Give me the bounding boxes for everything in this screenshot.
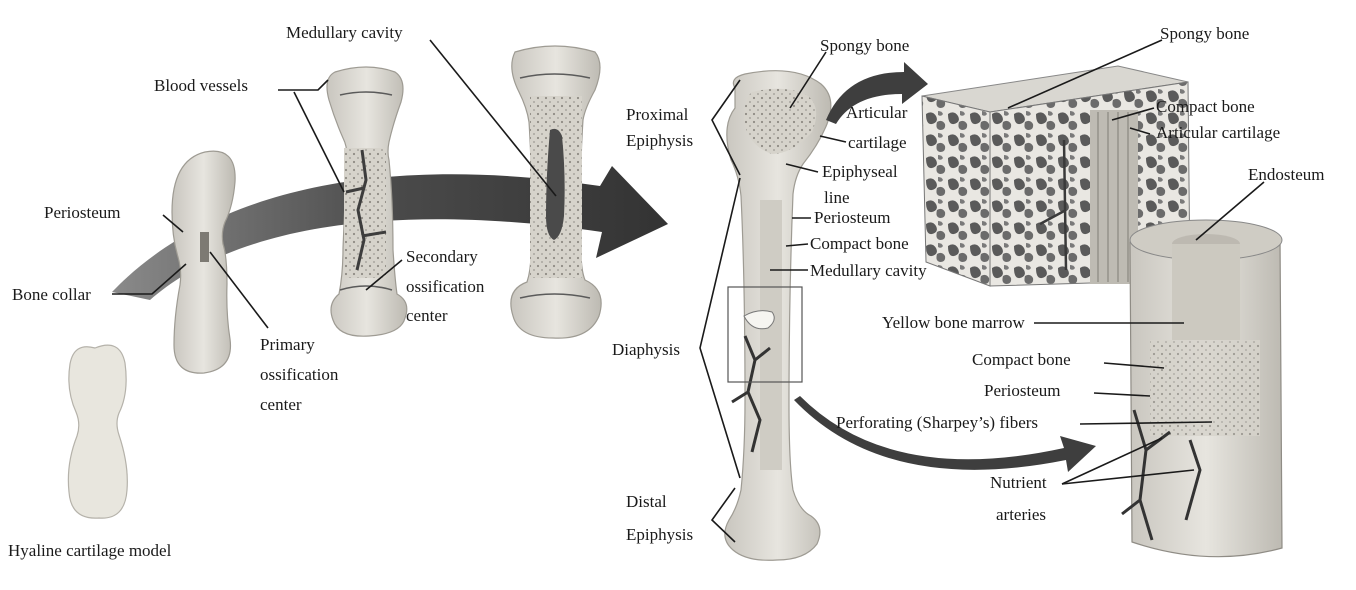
label-medullary-cavity-top: Medullary cavity — [286, 23, 403, 42]
label-proximal-epiphysis-line2: Epiphysis — [626, 131, 693, 150]
label-proximal-epiphysis-line1: Proximal — [626, 105, 689, 124]
label-secondary-line2: ossification — [406, 277, 485, 296]
label-articular-center-line2: cartilage — [848, 133, 907, 152]
label-distal-epiphysis-line2: Epiphysis — [626, 525, 693, 544]
label-medullary-cavity-center: Medullary cavity — [810, 261, 927, 280]
articular-cartilage-center-leader — [820, 136, 846, 142]
primary-ossification-center-mark — [200, 232, 209, 262]
label-articular-cartilage-right: Articular cartilage — [1156, 123, 1280, 142]
label-perforating-fibers: Perforating (Sharpey’s) fibers — [836, 413, 1038, 432]
stage4-medullary-cavity — [546, 129, 565, 240]
label-bone-collar: Bone collar — [12, 285, 91, 304]
label-periosteum-lower: Periosteum — [984, 381, 1061, 400]
label-nutrient-arteries-line1: Nutrient — [990, 473, 1047, 492]
label-hyaline-cartilage-model: Hyaline cartilage model — [8, 541, 172, 560]
label-periosteum-left: Periosteum — [44, 203, 121, 222]
compact-cylinder-marrow — [1172, 244, 1240, 340]
label-compact-bone-center: Compact bone — [810, 234, 909, 253]
spongy-block-front-face — [922, 96, 990, 286]
label-secondary-line1: Secondary — [406, 247, 478, 266]
label-primary-line3: center — [260, 395, 302, 414]
label-nutrient-arteries-line2: arteries — [996, 505, 1046, 524]
lower-curved-arrow — [794, 396, 1096, 472]
label-compact-bone-right: Compact bone — [1156, 97, 1255, 116]
label-secondary-line3: center — [406, 306, 448, 325]
hyaline-cartilage-model-shape — [68, 345, 127, 518]
long-bone-medullary-channel — [760, 200, 782, 470]
label-periosteum-center: Periosteum — [814, 208, 891, 227]
diaphysis-bracket — [700, 178, 740, 478]
label-compact-bone-lower: Compact bone — [972, 350, 1071, 369]
label-primary-line1: Primary — [260, 335, 315, 354]
label-endosteum: Endosteum — [1248, 165, 1325, 184]
label-epiphyseal-line-line1: Epiphyseal — [822, 162, 898, 181]
label-blood-vessels: Blood vessels — [154, 76, 248, 95]
label-epiphyseal-line-line2: line — [824, 188, 850, 207]
label-yellow-bone-marrow: Yellow bone marrow — [882, 313, 1025, 332]
label-spongy-bone-center: Spongy bone — [820, 36, 909, 55]
label-primary-line2: ossification — [260, 365, 339, 384]
blood-vessels-leader-a — [278, 80, 328, 90]
label-spongy-bone-right: Spongy bone — [1160, 24, 1249, 43]
bone-collar-stage-shape — [172, 151, 235, 373]
label-articular-center-line1: Articular — [846, 103, 908, 122]
label-distal-epiphysis-line1: Distal — [626, 492, 667, 511]
label-diaphysis: Diaphysis — [612, 340, 680, 359]
